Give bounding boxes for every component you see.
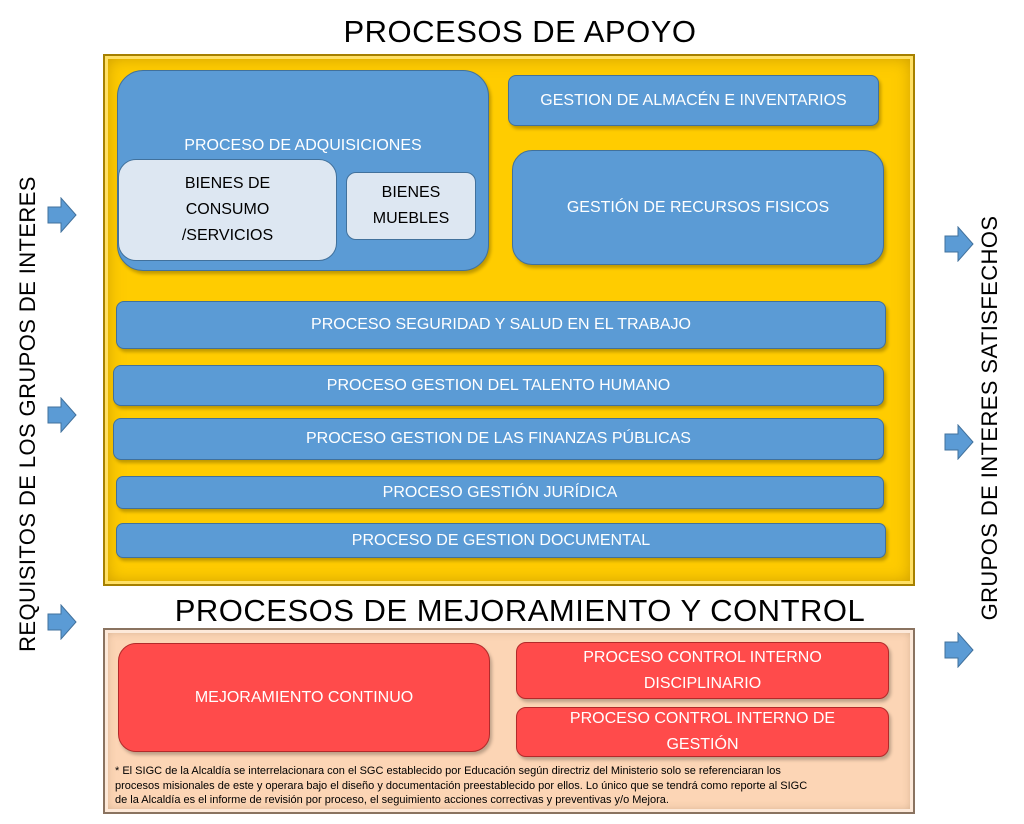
legal-process-label: PROCESO GESTIÓN JURÍDICA (382, 483, 618, 501)
document-management-process-label: PROCESO DE GESTION DOCUMENTAL (351, 531, 651, 549)
continuous-improvement-box: MEJORAMIENTO CONTINUO (118, 643, 490, 752)
warehouse-inventory-box: GESTION DE ALMACÉN E INVENTARIOS (508, 75, 879, 126)
consumer-goods-services-box: BIENES DE CONSUMO /SERVICIOS (118, 159, 337, 261)
support-processes-title: PROCESOS DE APOYO (343, 14, 697, 49)
right-arrow-icon (944, 424, 974, 460)
continuous-improvement-label: MEJORAMIENTO CONTINUO (194, 688, 414, 706)
footnote-line: procesos misionales de este y operara ba… (115, 779, 808, 792)
safety-health-process-label: PROCESO SEGURIDAD Y SALUD EN EL TRABAJO (311, 316, 691, 333)
physical-resources-label: GESTIÓN DE RECURSOS FISICOS (566, 198, 830, 216)
satisfied-stakeholders-label: GRUPOS DE INTERES SATISFECHOS (977, 215, 1002, 621)
right-arrow-icon (944, 226, 974, 262)
right-arrow-icon (47, 197, 77, 233)
right-arrow-icon (47, 604, 77, 640)
improvement-control-title: PROCESOS DE MEJORAMIENTO Y CONTROL (174, 593, 866, 628)
movable-goods-line: BIENES (381, 184, 441, 201)
consumer-goods-line: BIENES DE (184, 175, 271, 192)
footnote: * El SIGC de la Alcaldía se interrelacio… (115, 764, 905, 808)
acquisitions-process-label: PROCESO DE ADQUISICIONES (184, 137, 422, 154)
disciplinary-internal-control-box: PROCESO CONTROL INTERNO DISCIPLINARIO (516, 642, 889, 699)
consumer-goods-line: /SERVICIOS (181, 227, 274, 244)
public-finance-process-label: PROCESO GESTION DE LAS FINANZAS PÚBLICAS (306, 430, 691, 447)
footnote-line: de la Alcaldía es el informe de revisión… (115, 794, 669, 806)
right-arrow-icon (47, 397, 77, 433)
stakeholder-requirements-label: REQUISITOS DE LOS GRUPOS DE INTERES (15, 176, 40, 652)
safety-health-process-box: PROCESO SEGURIDAD Y SALUD EN EL TRABAJO (116, 301, 886, 349)
human-talent-process-label: PROCESO GESTION DEL TALENTO HUMANO (326, 376, 671, 394)
public-finance-process-box: PROCESO GESTION DE LAS FINANZAS PÚBLICAS (113, 418, 884, 460)
right-arrow-icon (944, 632, 974, 668)
physical-resources-box: GESTIÓN DE RECURSOS FISICOS (512, 150, 884, 265)
warehouse-inventory-label: GESTION DE ALMACÉN E INVENTARIOS (540, 91, 847, 109)
footnote-line: * El SIGC de la Alcaldía se interrelacio… (115, 765, 781, 777)
disciplinary-control-line: DISCIPLINARIO (643, 674, 762, 692)
management-internal-control-box: PROCESO CONTROL INTERNO DE GESTIÓN (516, 707, 889, 757)
disciplinary-control-line: PROCESO CONTROL INTERNO (583, 648, 822, 666)
human-talent-process-box: PROCESO GESTION DEL TALENTO HUMANO (113, 365, 884, 406)
consumer-goods-line: CONSUMO (185, 201, 270, 218)
document-management-process-box: PROCESO DE GESTION DOCUMENTAL (116, 523, 886, 558)
management-control-line: PROCESO CONTROL INTERNO DE (569, 710, 836, 727)
movable-goods-box: BIENES MUEBLES (346, 172, 476, 240)
management-control-line: GESTIÓN (666, 736, 739, 753)
movable-goods-line: MUEBLES (372, 210, 450, 227)
legal-process-box: PROCESO GESTIÓN JURÍDICA (116, 476, 884, 509)
